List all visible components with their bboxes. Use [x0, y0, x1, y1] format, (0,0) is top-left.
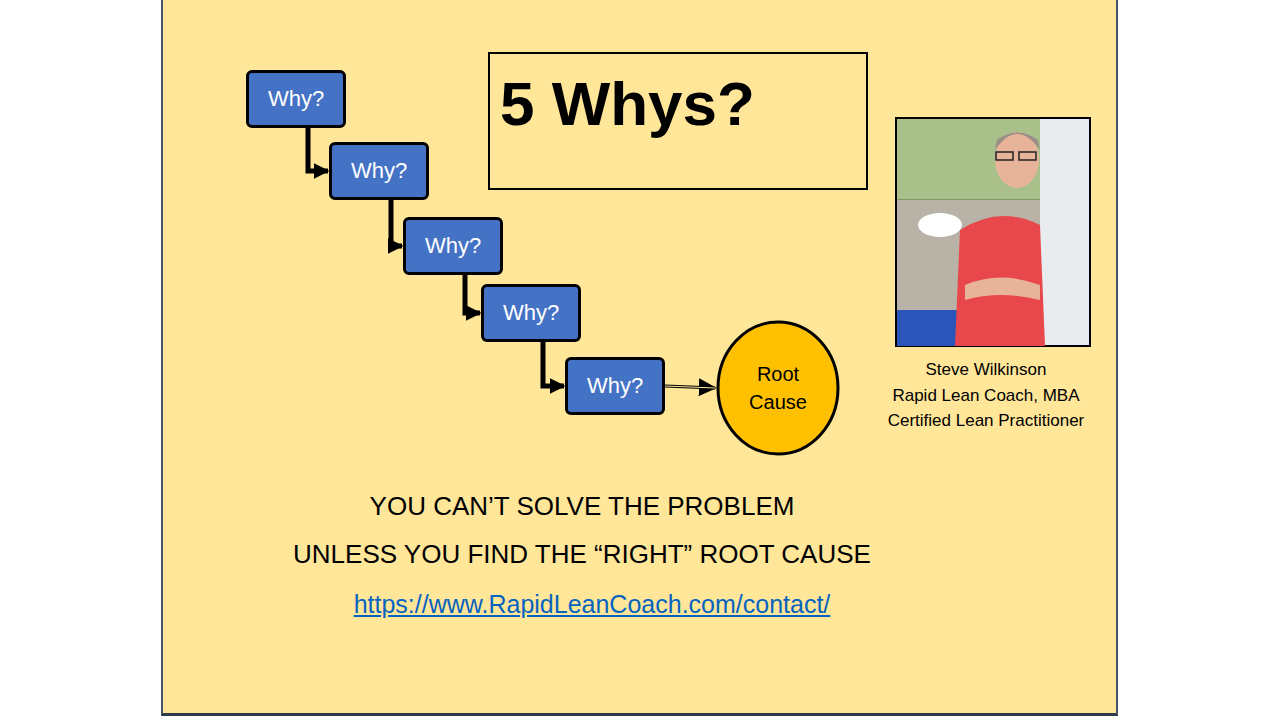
photo-glasses: [1019, 152, 1036, 160]
why-box: Why?: [329, 142, 429, 200]
node-text-group: Why?: [503, 300, 559, 326]
why-box: Why?: [246, 70, 346, 128]
circle-label: Root Cause: [738, 360, 818, 416]
node-text-group: Why?: [587, 373, 643, 399]
connector-line: [308, 128, 328, 171]
slogan-line: UNLESS YOU FIND THE “RIGHT” ROOT CAUSE: [252, 536, 912, 574]
circle-shape: [718, 322, 838, 454]
box-label: Why?: [268, 86, 324, 112]
photo-glasses: [996, 152, 1013, 160]
connector: [665, 386, 715, 388]
box-label: Why?: [503, 300, 559, 326]
photo-chair: [897, 310, 957, 346]
photo-arms: [965, 278, 1040, 301]
photo-hair: [995, 133, 1040, 151]
photo-table: [918, 213, 962, 237]
box-label: Why?: [587, 373, 643, 399]
box-label: Why?: [425, 233, 481, 259]
connector: [391, 200, 402, 246]
connector: [465, 275, 480, 313]
connector-line: [391, 200, 402, 246]
photo-wall: [1040, 119, 1089, 345]
person-name: Steve Wilkinson: [881, 358, 1091, 383]
circle-outline: [716, 320, 840, 456]
why-box: Why?: [565, 357, 665, 415]
connector-line: [465, 275, 480, 313]
photo-frame: [896, 118, 1090, 346]
person-title: Rapid Lean Coach, MBA: [876, 384, 1096, 409]
contact-link: https://www.RapidLeanCoach.com/contact/: [262, 586, 922, 622]
connector: [543, 342, 564, 386]
root-cause-circle: Root Cause: [716, 320, 840, 456]
connector-inner-line: [665, 386, 715, 388]
box-label: Why?: [351, 158, 407, 184]
node-text-group: Why?: [425, 233, 481, 259]
slogan-line: YOU CAN’T SOLVE THE PROBLEM: [282, 488, 882, 526]
photo-face: [995, 132, 1039, 188]
why-box: Why?: [481, 284, 581, 342]
title-box: 5 Whys?: [488, 52, 868, 190]
node-text-group: Why?: [351, 158, 407, 184]
connector-line: [665, 386, 715, 388]
connector: [308, 128, 328, 171]
node-text-group: Root Cause: [738, 360, 818, 416]
node-text-group: Why?: [268, 86, 324, 112]
person-certification: Certified Lean Practitioner: [881, 409, 1091, 434]
title-text: 5 Whys?: [500, 70, 755, 138]
why-box: Why?: [403, 217, 503, 275]
portrait-photo: [896, 118, 1090, 346]
photo-shirt: [955, 216, 1045, 346]
connector-line: [543, 342, 564, 386]
